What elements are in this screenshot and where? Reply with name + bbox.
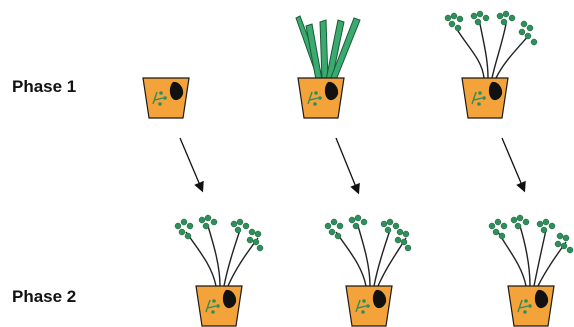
phase-1-flowering-plant-icon	[445, 11, 537, 78]
phase-2-pot-2-icon	[346, 286, 392, 326]
phase-1-pot-2-icon	[298, 78, 344, 118]
phase-2-flowering-plant-1-icon	[175, 215, 263, 286]
phase-2-pot-1-icon	[196, 286, 242, 326]
arrow-3-icon	[502, 138, 524, 190]
phase-1-pot-3-icon	[462, 78, 508, 118]
phase-2-pot-3-icon	[508, 286, 554, 326]
phase-2-flowering-plant-2-icon	[325, 215, 411, 286]
phase-2-flowering-plant-3-icon	[489, 215, 573, 286]
phase-1-pot-1-icon	[143, 78, 189, 118]
arrow-2-icon	[336, 138, 358, 192]
arrow-1-icon	[180, 138, 202, 190]
phase-1-grass-plant-icon	[296, 16, 360, 80]
